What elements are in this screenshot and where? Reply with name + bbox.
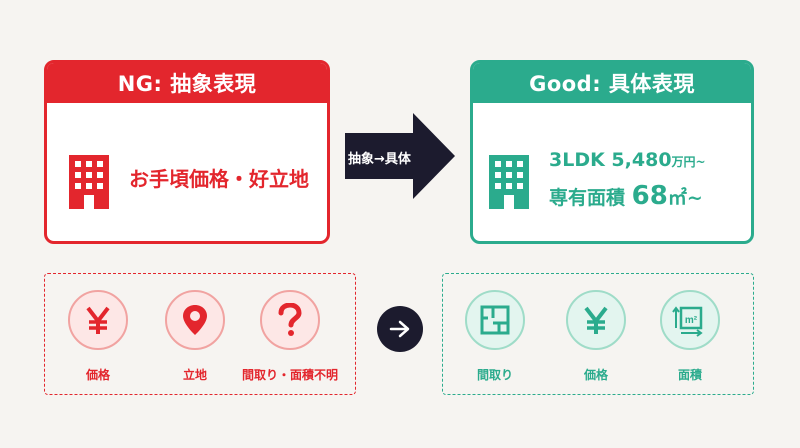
building-icon: [489, 155, 529, 209]
small-arrow-circle: [377, 306, 423, 352]
good-icon-label-area: 面積: [677, 368, 702, 382]
big-arrow-icon: [345, 113, 455, 199]
yen-icon: [68, 290, 128, 350]
good-icon-label-layout: 間取り: [476, 368, 513, 382]
floor-plan-icon: [465, 290, 525, 350]
ng-icons-box: [44, 273, 356, 395]
good-area-line: 専有面積 68㎡~: [549, 181, 703, 211]
good-icon-label-price: 価格: [583, 368, 608, 382]
arrow-label: 抽象→具体: [348, 152, 411, 167]
good-area-prefix: 専有面積: [549, 187, 632, 209]
area-m2-icon: m²: [660, 290, 720, 350]
svg-text:m²: m²: [685, 315, 698, 326]
good-price-unit: 万円~: [671, 155, 706, 169]
good-price-line: 3LDK 5,480万円~: [549, 149, 706, 171]
good-card-title: Good: 具体表現: [473, 63, 751, 103]
good-area-unit: ㎡~: [667, 187, 703, 209]
ng-card: NG: 抽象表現 お手頃価格・好立地: [44, 60, 330, 244]
yen-icon: [566, 290, 626, 350]
ng-icon-label-unknown: 間取り・面積不明: [241, 368, 338, 382]
good-area-value: 68: [631, 181, 668, 211]
ng-card-title: NG: 抽象表現: [47, 63, 327, 103]
location-pin-icon: [165, 290, 225, 350]
question-icon: [260, 290, 320, 350]
ng-icon-label-price: 価格: [85, 368, 110, 382]
good-icons-box: [442, 273, 754, 395]
building-icon: [69, 155, 109, 209]
good-card: Good: 具体表現 3LDK 5,480万円~ 専有面積 68㎡~: [470, 60, 754, 244]
ng-card-text: お手頃価格・好立地: [129, 167, 309, 191]
ng-icon-label-location: 立地: [182, 368, 207, 382]
arrow-right-icon: [389, 320, 410, 338]
good-price-value: 3LDK 5,480: [549, 149, 672, 171]
